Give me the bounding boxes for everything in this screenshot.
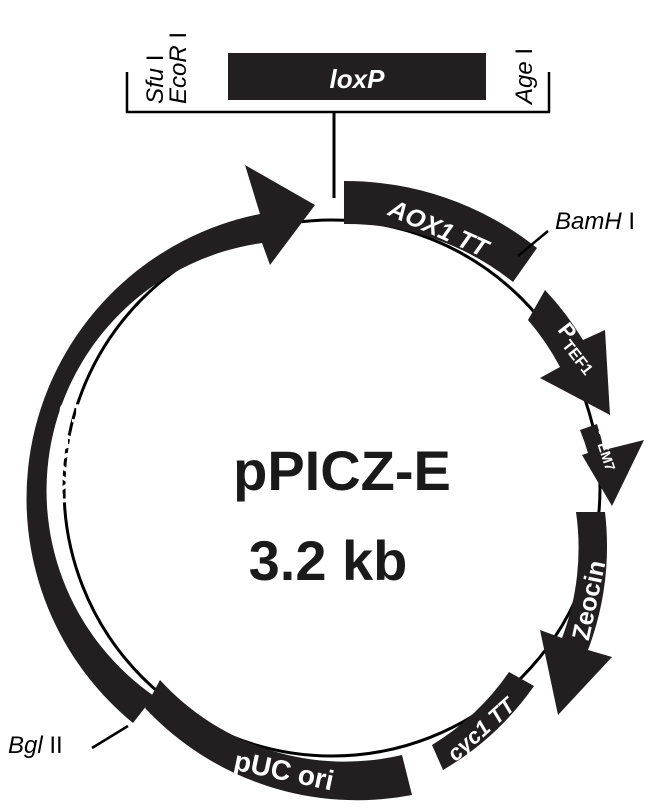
bamh-i-tick (517, 230, 549, 257)
ptef1-arrow (528, 290, 610, 415)
bamh-i-label: BamH I (555, 208, 635, 235)
cyc1-tt-label: cyc1 TT (442, 692, 521, 766)
loxp-box (228, 53, 486, 100)
age-i-label: Age I (511, 48, 538, 106)
aox1-tt-box (344, 180, 537, 282)
pem7-arrow (580, 424, 644, 506)
loxp-label: loxP (330, 64, 386, 94)
bgl-ii-tick (91, 724, 129, 750)
sfu-i-label: Sfu I (142, 55, 169, 104)
ecor-i-label: EcoR I (165, 32, 192, 104)
cyc1-tt-box (432, 672, 534, 770)
mcs-bracket (125, 72, 551, 114)
plasmid-backbone (62, 218, 602, 758)
aox1-5prime-label: 5′ AOX1 (54, 402, 85, 507)
plasmid-name: pPICZ-E (233, 439, 451, 502)
puc-ori-box (145, 680, 412, 801)
aox1-promoter-arrow (26, 165, 315, 723)
plasmid-size: 3.2 kb (249, 529, 408, 592)
bgl-ii-label: Bgl II (8, 732, 63, 759)
zeocin-arrow (540, 512, 612, 715)
